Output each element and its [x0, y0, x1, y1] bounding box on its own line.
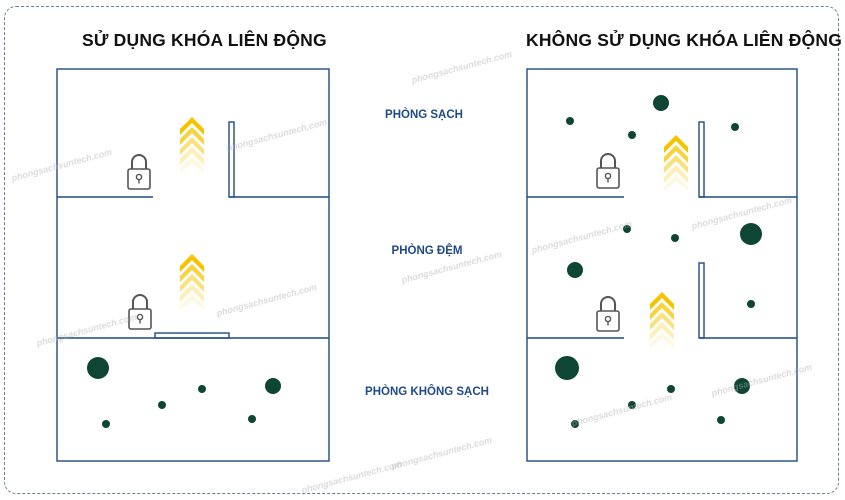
- particle-dot: [628, 401, 636, 409]
- particle-dot: [102, 420, 110, 428]
- airflow-arrow-icon: [650, 292, 674, 348]
- airflow-arrow-icon: [664, 135, 688, 191]
- particle-dot: [717, 416, 725, 424]
- particle-dot: [653, 95, 669, 111]
- particle-dot: [740, 223, 762, 245]
- particle-dot: [671, 234, 679, 242]
- right-building: [526, 68, 798, 462]
- particle-dot: [555, 356, 579, 380]
- right-building-outline: [526, 68, 798, 462]
- title-without-interlock: KHÔNG SỬ DỤNG KHÓA LIÊN ĐỘNG: [526, 30, 843, 50]
- right-buffer-door-open: [698, 262, 705, 339]
- particle-dot: [734, 378, 750, 394]
- particle-dot: [628, 131, 636, 139]
- particle-dot: [667, 385, 675, 393]
- right-clean-door-open: [698, 121, 705, 198]
- diagram-frame: [4, 6, 839, 494]
- left-building: [56, 68, 330, 462]
- label-clean-room: PHÒNG SẠCH: [385, 109, 463, 121]
- particle-dot: [623, 225, 631, 233]
- particle-dot: [158, 401, 166, 409]
- particle-dot: [265, 378, 281, 394]
- particle-dot: [747, 300, 755, 308]
- particle-dot: [567, 262, 583, 278]
- particle-dot: [731, 123, 739, 131]
- particle-dot: [87, 357, 109, 379]
- title-with-interlock: SỬ DỤNG KHÓA LIÊN ĐỘNG: [82, 30, 327, 50]
- label-dirty-room: PHÒNG KHÔNG SẠCH: [365, 386, 489, 398]
- left-buffer-door-closed: [154, 332, 230, 339]
- particle-dot: [571, 420, 579, 428]
- particle-dot: [198, 385, 206, 393]
- right-particles: [555, 95, 762, 428]
- particle-dot: [566, 117, 574, 125]
- lock-icon: [596, 296, 620, 332]
- left-clean-door-open: [228, 121, 235, 198]
- left-particles: [87, 357, 281, 428]
- left-building-outline: [56, 68, 330, 462]
- airflow-arrow-icon: [180, 254, 204, 310]
- particle-dot: [248, 415, 256, 423]
- lock-icon: [127, 154, 151, 190]
- airflow-arrow-icon: [180, 117, 204, 173]
- lock-icon: [596, 153, 620, 189]
- label-buffer-room: PHÒNG ĐỆM: [391, 245, 463, 257]
